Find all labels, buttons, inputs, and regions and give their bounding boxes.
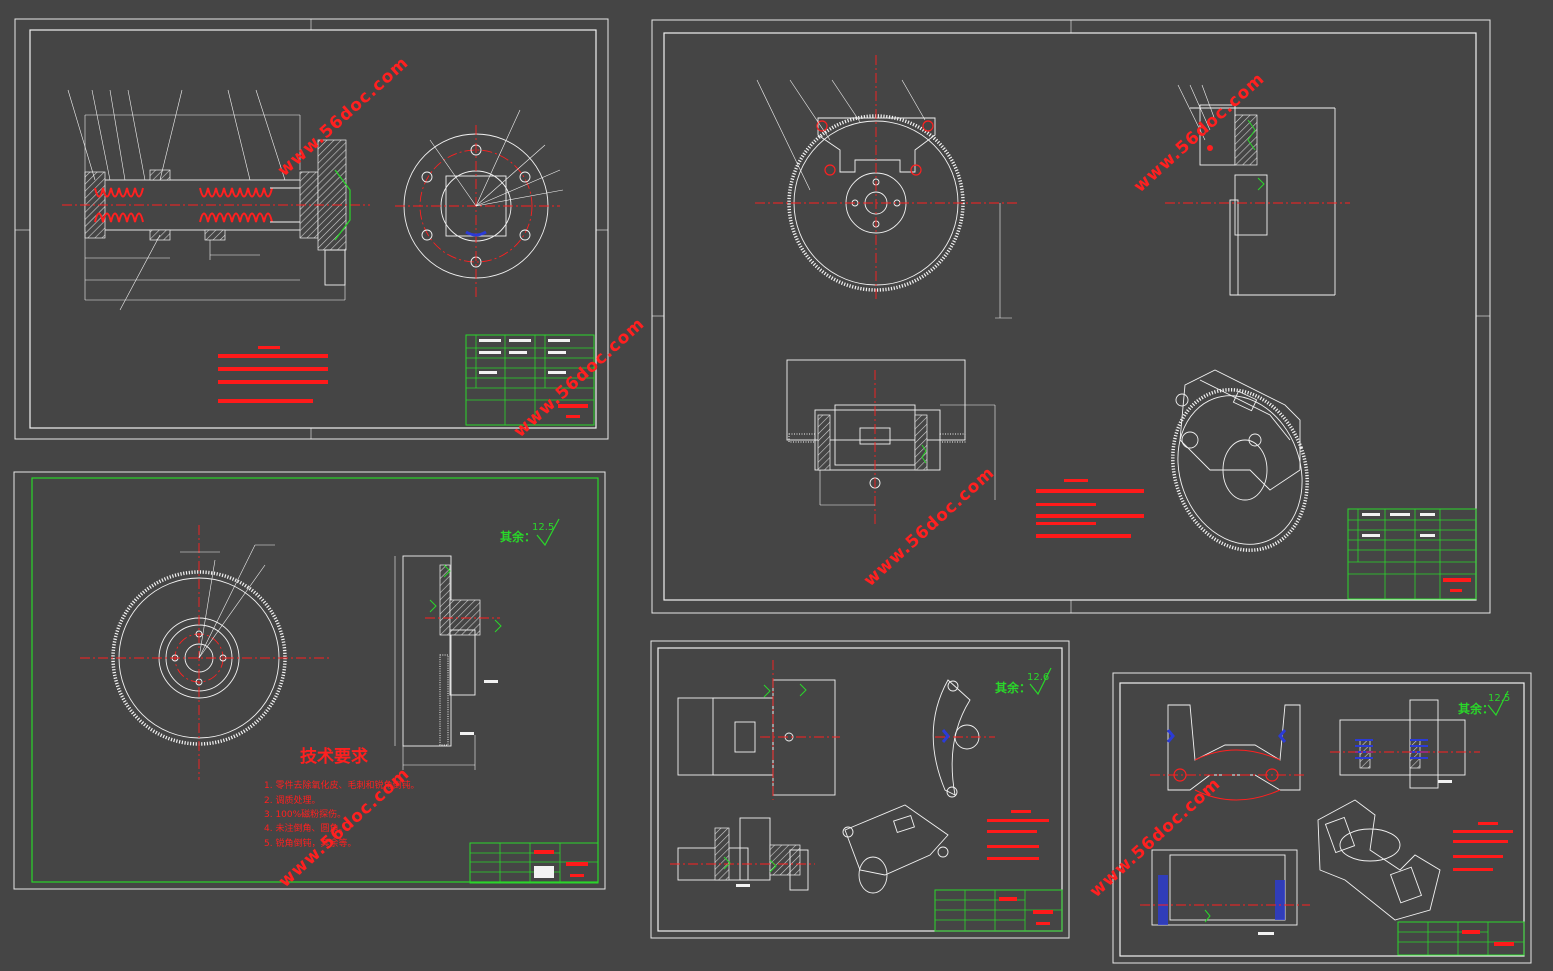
tech-requirements: 技术要求 1. 零件去除氧化皮、毛刺和锐角倒钝。 2. 调质处理。 3. 100… xyxy=(264,746,419,849)
roughness-value: 12.5 xyxy=(1488,693,1510,704)
lever-iso-view xyxy=(842,804,949,894)
roughness-label: 其余： xyxy=(995,680,1031,695)
bracket-iso-view xyxy=(1317,799,1441,921)
watermark-text: www.56doc.com xyxy=(1086,774,1225,902)
sheet-main-assembly[interactable] xyxy=(651,19,1491,614)
tech-notes-red xyxy=(218,346,328,403)
bracket-side-view xyxy=(1330,699,1480,789)
lever-front-view xyxy=(677,660,840,800)
watermark-text: www.56doc.com xyxy=(860,463,999,591)
sheet-bracket-part[interactable]: 其余： 12.5 xyxy=(1112,672,1532,964)
sheet-spring-assembly[interactable] xyxy=(14,18,609,440)
tech-notes-red xyxy=(1453,822,1513,871)
roughness-value: 12.5 xyxy=(532,522,554,533)
title-block xyxy=(465,334,595,426)
sheet-lever-part[interactable]: 其余： 12.6 xyxy=(650,640,1070,939)
flange-end-view xyxy=(395,109,564,300)
gear-side-section xyxy=(1165,84,1350,296)
gear-front-view xyxy=(755,55,1020,319)
tech-requirement-item: 1. 零件去除氧化皮、毛刺和锐角倒钝。 xyxy=(264,779,419,791)
gear-part-section xyxy=(394,555,502,770)
assembly-iso-view xyxy=(1171,369,1309,552)
roughness-label: 其余： xyxy=(1458,701,1494,716)
lever-section-view xyxy=(670,817,815,891)
title-block xyxy=(1397,921,1525,956)
sheet-gear-part[interactable]: 其余： 12.5 技术要求 1. 零件去除氧化皮、毛刺和锐角倒钝。 2. 调质处… xyxy=(13,471,606,890)
tech-requirement-item: 4. 未注倒角、圆角。 xyxy=(264,822,347,834)
gear-part-front-view xyxy=(80,525,330,780)
title-block xyxy=(934,889,1063,932)
tech-requirement-item: 2. 调质处理。 xyxy=(264,794,320,806)
title-block xyxy=(1347,508,1477,600)
bracket-front-view xyxy=(1150,704,1305,801)
lever-side-view xyxy=(932,679,995,798)
assembly-top-view xyxy=(786,359,996,525)
tech-requirements-title: 技术要求 xyxy=(300,746,368,767)
roughness-value: 12.6 xyxy=(1027,672,1049,683)
roughness-symbol: 其余： 12.5 xyxy=(500,518,560,547)
roughness-symbol: 其余： 12.6 xyxy=(995,667,1052,696)
tech-requirement-item: 5. 锐角倒钝，其余等。 xyxy=(264,837,356,849)
tech-requirement-item: 3. 100%磁粉探伤。 xyxy=(264,808,346,820)
roughness-symbol: 其余： 12.5 xyxy=(1458,690,1510,717)
tech-notes-red xyxy=(987,810,1049,860)
title-block xyxy=(469,842,599,884)
roughness-label: 其余： xyxy=(500,529,536,544)
tech-notes-red xyxy=(1036,479,1144,538)
spring-section-view xyxy=(62,89,370,311)
bracket-section-view xyxy=(1140,849,1310,935)
